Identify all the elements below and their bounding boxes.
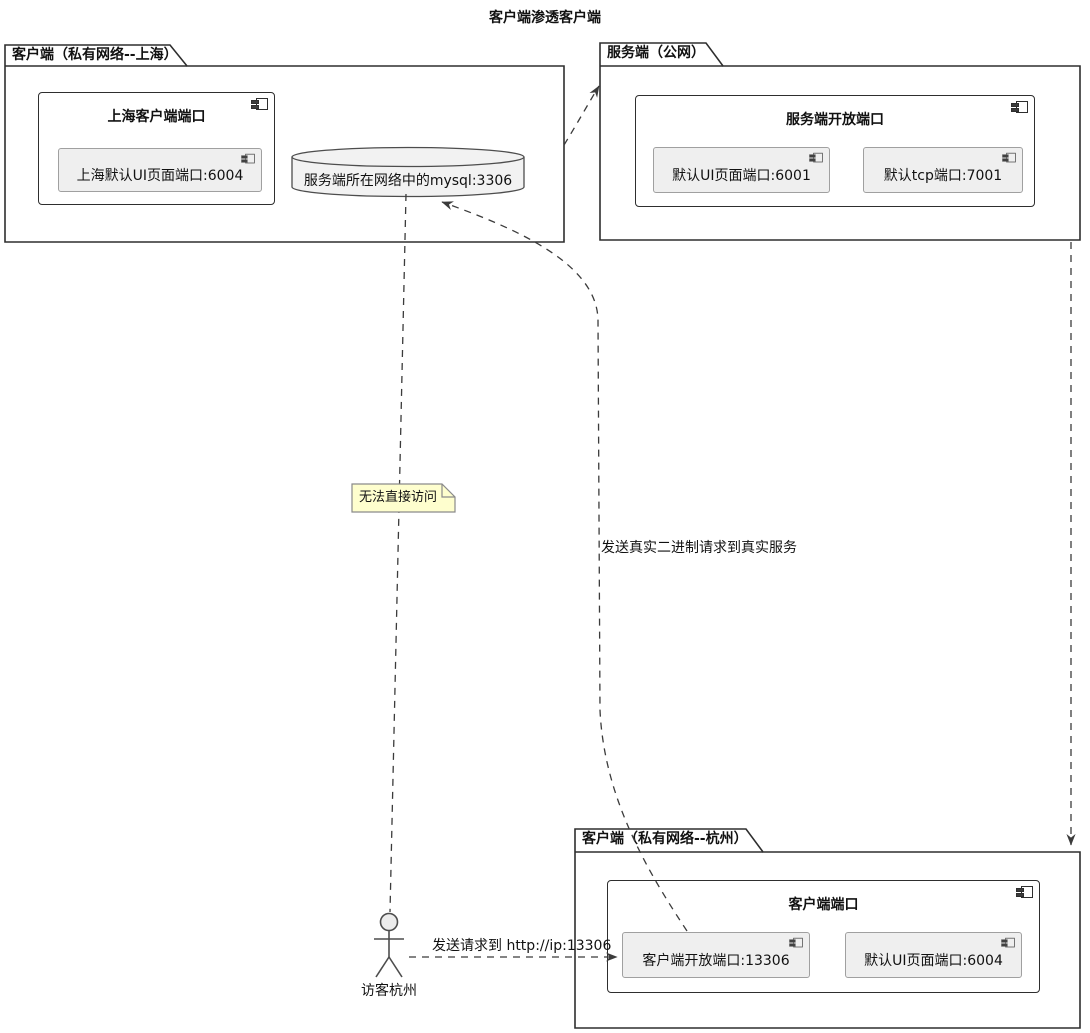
component-title: 服务端开放端口 <box>786 112 884 128</box>
note-text: 无法直接访问 <box>359 490 438 505</box>
component-title: 客户端端口 <box>788 897 859 913</box>
port-label: 上海默认UI页面端口:6004 <box>76 167 244 184</box>
component-icon <box>1002 152 1016 163</box>
component-title: 上海客户端端口 <box>107 109 206 125</box>
component-icon <box>251 98 268 110</box>
component-icon <box>809 152 823 163</box>
diagram-title: 客户端渗透客户端 <box>489 10 601 26</box>
edge-label-binary-request: 发送真实二进制请求到真实服务 <box>601 540 797 556</box>
port-hangzhou-ui: 默认UI页面端口:6004 <box>845 932 1022 978</box>
component-icon <box>1011 101 1028 113</box>
edge-label-visitor-request: 发送请求到 http://ip:13306 <box>432 938 612 954</box>
component-icon <box>1016 886 1033 898</box>
database-cylinder <box>291 146 525 198</box>
port-label: 默认tcp端口:7001 <box>883 167 1003 184</box>
port-label: 默认UI页面端口:6001 <box>672 167 811 184</box>
port-server-ui: 默认UI页面端口:6001 <box>653 147 830 193</box>
package-server-label: 服务端（公网） <box>607 45 705 61</box>
package-shanghai-label: 客户端（私有网络--上海） <box>12 47 178 63</box>
actor-label: 访客杭州 <box>361 983 417 999</box>
database-label: 服务端所在网络中的mysql:3306 <box>303 173 513 189</box>
port-label: 客户端开放端口:13306 <box>642 952 790 969</box>
component-icon <box>1001 937 1015 948</box>
port-server-tcp: 默认tcp端口:7001 <box>863 147 1023 193</box>
port-shanghai-ui: 上海默认UI页面端口:6004 <box>58 148 262 192</box>
package-hangzhou-label: 客户端（私有网络--杭州） <box>582 831 748 847</box>
port-hangzhou-open: 客户端开放端口:13306 <box>622 932 810 978</box>
component-icon <box>241 153 255 164</box>
component-icon <box>789 937 803 948</box>
port-label: 默认UI页面端口:6004 <box>864 952 1003 969</box>
actor-figure <box>374 912 404 978</box>
